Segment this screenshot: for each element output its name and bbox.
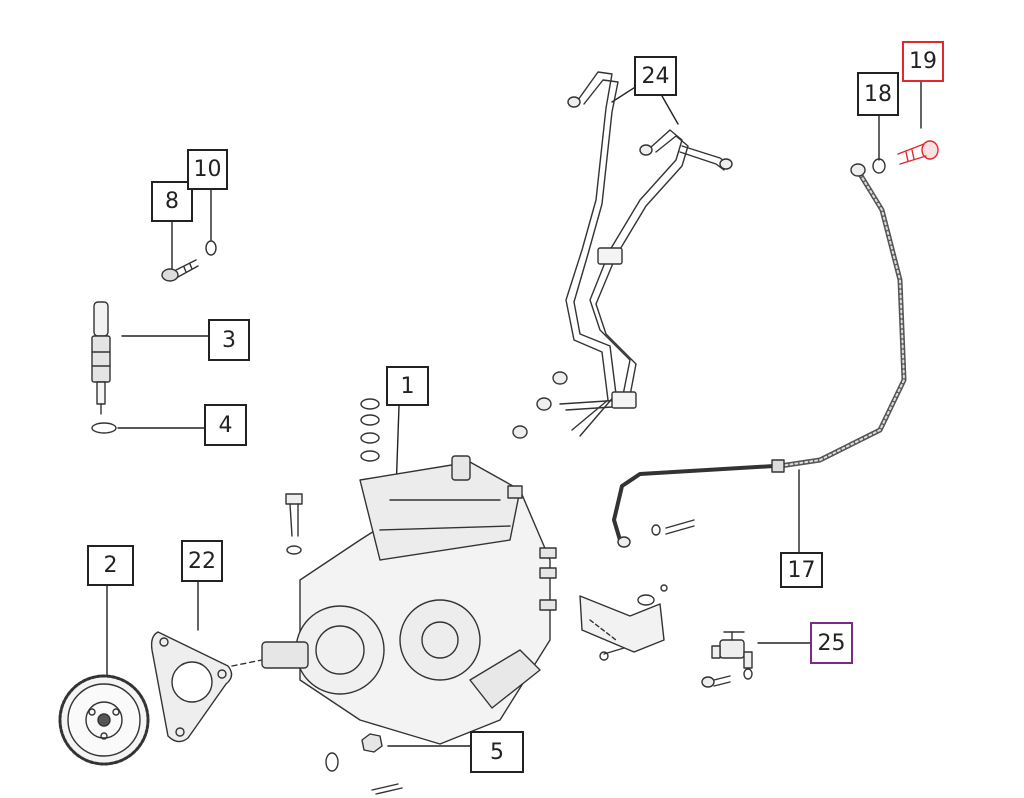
callout-part-5[interactable]: 5 (470, 731, 524, 773)
callout-part-8[interactable]: 8 (151, 181, 193, 222)
part-5-nut (325, 733, 383, 772)
callout-part-3[interactable]: 3 (208, 319, 250, 361)
callout-part-22[interactable]: 22 (181, 540, 223, 582)
bracket-part (579, 584, 668, 661)
part-3-injector (91, 301, 111, 415)
part-18-washer (872, 158, 886, 174)
callout-part-19[interactable]: 19 (902, 41, 944, 82)
callout-part-1[interactable]: 1 (386, 366, 429, 406)
part-22-gasket (150, 631, 263, 743)
callout-part-17[interactable]: 17 (780, 552, 823, 588)
callout-part-18[interactable]: 18 (857, 72, 899, 116)
callout-part-24[interactable]: 24 (634, 56, 677, 96)
part-10-washer (205, 240, 217, 256)
part-1-injection-pump (261, 398, 557, 745)
partial-part-bottom (371, 783, 403, 795)
part-19-bolt (897, 140, 939, 165)
part-17-hose (612, 163, 907, 548)
part-24-fuel-lines (512, 71, 733, 439)
callout-part-4[interactable]: 4 (204, 404, 247, 446)
part-25-valve (701, 631, 753, 688)
part-4-seal (91, 422, 117, 434)
part-2-gear (58, 674, 150, 766)
callout-part-25[interactable]: 25 (810, 622, 853, 664)
callout-part-10[interactable]: 10 (187, 149, 228, 190)
part-8-bolt (161, 259, 199, 282)
leader-lines (106, 81, 922, 747)
callout-part-2[interactable]: 2 (87, 545, 134, 586)
